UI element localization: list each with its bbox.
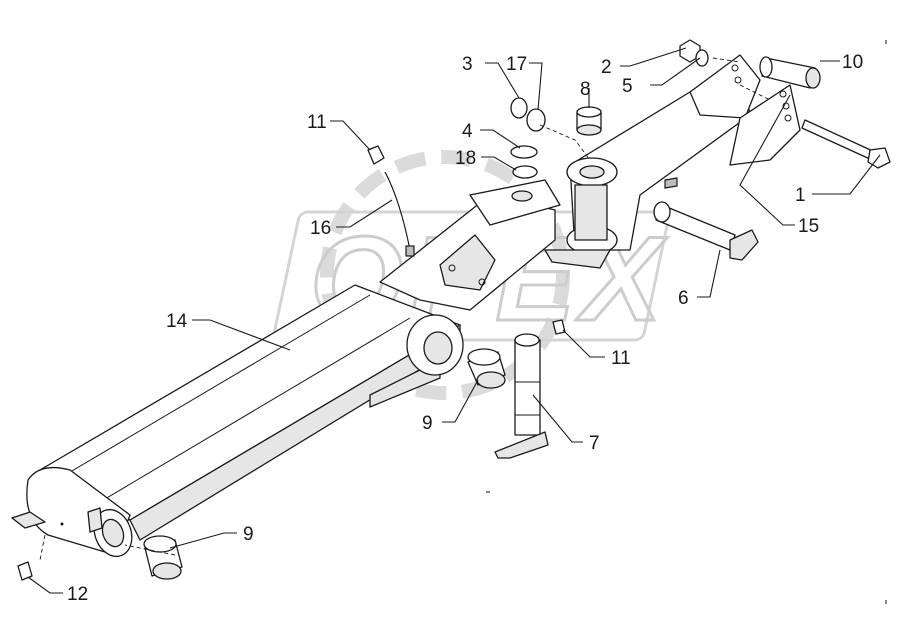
callout-9-lower: 9	[243, 524, 254, 545]
grease-hose	[367, 145, 415, 257]
callout-10: 10	[842, 52, 863, 73]
leader-lines	[27, 47, 881, 594]
callout-6: 6	[678, 288, 689, 309]
callout-1: 1	[795, 185, 806, 206]
callout-9-upper: 9	[422, 413, 433, 434]
callout-18: 18	[455, 148, 476, 169]
grease-nipple-12	[17, 561, 33, 581]
seal-rings	[510, 97, 546, 179]
pin-6	[653, 201, 759, 261]
bushing-8	[576, 106, 602, 136]
callout-16: 16	[310, 218, 331, 239]
callout-8: 8	[580, 79, 591, 100]
assembly-lines	[39, 57, 771, 561]
callout-7: 7	[589, 433, 600, 454]
bushing-9-lower	[143, 535, 183, 580]
bushing-9-upper	[467, 348, 506, 389]
main-arm	[11, 284, 464, 558]
callout-11-upper: 11	[307, 112, 327, 133]
callout-labels: 1 2 3 4 5 6 7 8 9 9 10 11 11 12 14 15 16…	[67, 52, 863, 605]
pivot-pin-7	[494, 333, 549, 459]
nut-and-washer	[679, 39, 709, 67]
callout-17: 17	[506, 54, 527, 75]
bolt-1	[801, 119, 891, 169]
callout-3: 3	[462, 54, 473, 75]
pivot-frame	[544, 54, 801, 269]
pin-10	[759, 56, 821, 89]
callout-14: 14	[166, 311, 188, 332]
sheet-marks	[486, 40, 887, 604]
callout-11-lower: 11	[611, 348, 631, 369]
callout-15: 15	[798, 216, 819, 237]
callout-5: 5	[622, 76, 633, 97]
callout-2: 2	[601, 57, 612, 78]
arm-bracket	[379, 179, 561, 311]
callout-12: 12	[67, 584, 88, 605]
callout-4: 4	[462, 121, 473, 142]
